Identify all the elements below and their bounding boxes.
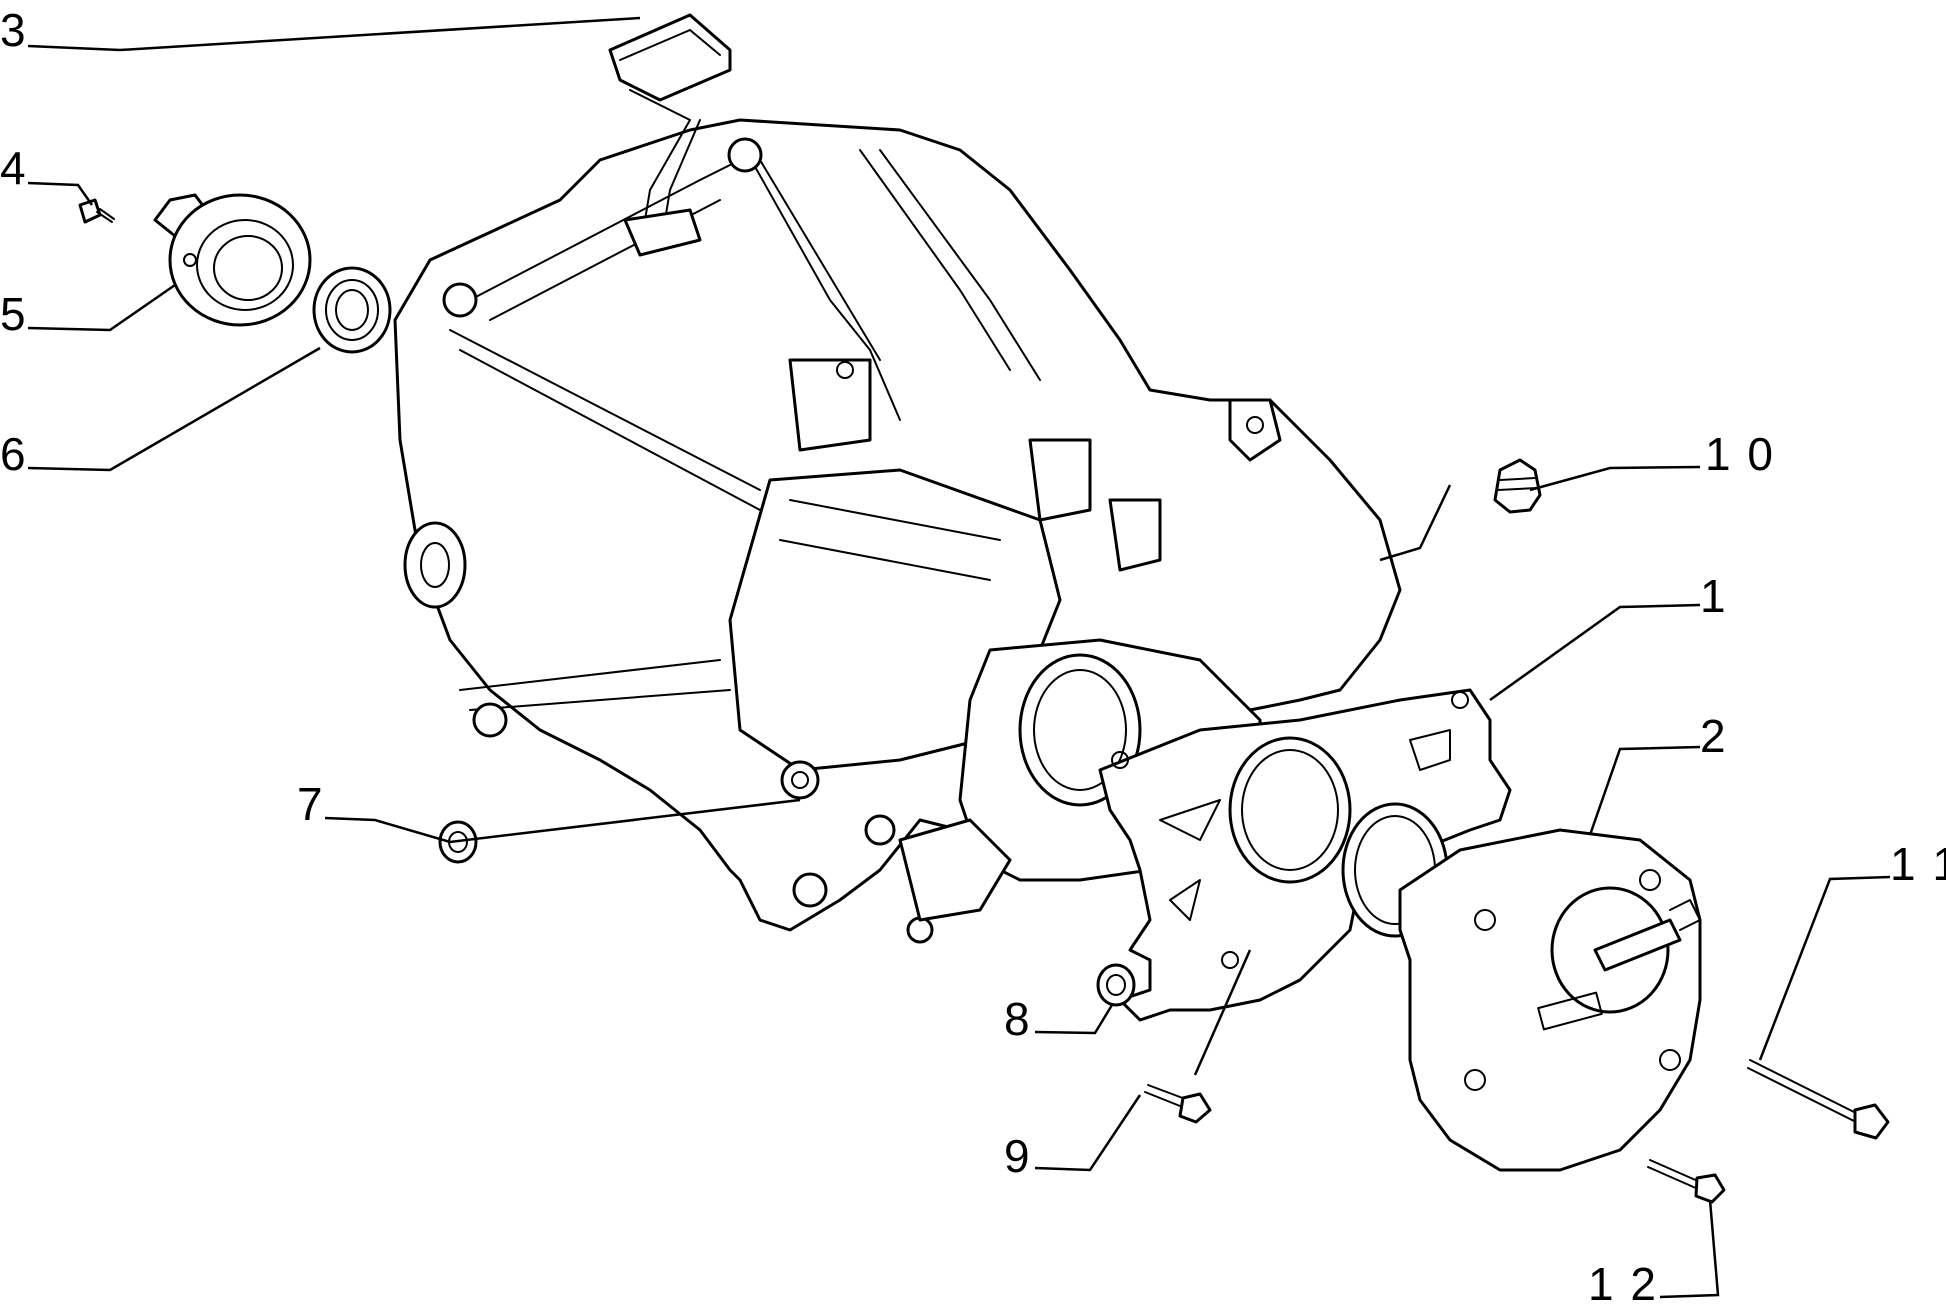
callout-label-5: 5: [0, 288, 28, 340]
callout-label-4: 4: [0, 142, 28, 194]
callout-label-3: 3: [0, 4, 28, 56]
callout-label-7: 7: [297, 778, 325, 830]
plug-part-8: [1096, 963, 1136, 1007]
long-bolt-part: [1747, 1059, 1890, 1140]
callout-label-6: 6: [0, 428, 28, 480]
guide-flange-part: [153, 193, 312, 327]
bolt-part-12: [1647, 1159, 1726, 1204]
bolt-part-9: [1144, 1084, 1212, 1124]
callout-label-12: 1 2: [1588, 1258, 1658, 1310]
callout-label-11: 1 1: [1890, 838, 1946, 890]
callout-labels: 1 2 3 4 5 6 7 8 9 1 0 1 1 1 2: [0, 4, 1946, 1310]
callout-label-8: 8: [1004, 993, 1032, 1045]
callout-label-2: 2: [1700, 710, 1728, 762]
leader-lines: [27, 16, 1891, 1299]
end-cover: [1398, 828, 1702, 1172]
small-bolt-part: [78, 198, 115, 224]
callout-label-1: 1: [1700, 570, 1728, 622]
cap-part: [608, 13, 732, 257]
callout-label-9: 9: [1004, 1130, 1032, 1182]
oil-seal-part: [312, 266, 392, 354]
breather-part: [1493, 458, 1542, 514]
callout-label-10: 1 0: [1705, 428, 1775, 480]
